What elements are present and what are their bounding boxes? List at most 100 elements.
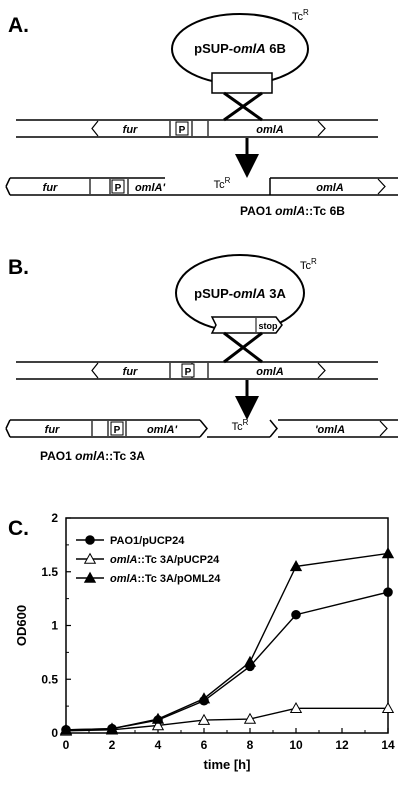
promoter-b-top: P (185, 367, 192, 378)
plasmid-6b-tc-label: TcR (292, 8, 309, 23)
promoter-a-bottom: P (115, 183, 122, 194)
chromosome-b-bottom-left (10, 419, 200, 438)
panel-b-letter: B. (8, 256, 29, 279)
chromosome-a-bottom-left (10, 177, 165, 196)
chromosome-a-top-boundaries (169, 121, 209, 136)
data-point-open-triangle (381, 701, 395, 714)
legend-item-1: PAO1/pUCP24 (76, 535, 185, 547)
chromosome-b-top (16, 361, 378, 380)
series-1 (61, 587, 393, 735)
gene-omla-truncated-b-bottom: 'omlA (315, 424, 345, 436)
x-tick-label: 2 (109, 738, 116, 752)
data-point-open-triangle (151, 719, 165, 731)
plot-frame (65, 517, 389, 734)
y-tick-label: 2 (51, 511, 58, 525)
data-point-filled-triangle (381, 547, 395, 559)
gene-omla-prime-a-bottom: omlA' (135, 182, 166, 194)
crossover-b (223, 331, 263, 364)
panel-a: A. pSUP-omlA 6B TcR fur P omlA fur P oml… (5, 8, 398, 218)
y-tick-label: 0.5 (41, 672, 58, 686)
legend-item-3: omlA::Tc 3A/pOML24 (76, 571, 221, 585)
chromosome-b-omla-arrow (317, 362, 326, 379)
promoter-b-bottom: P (114, 425, 121, 436)
chromosome-a-top (16, 119, 378, 138)
x-tick-label: 14 (381, 738, 395, 752)
plasmid-3a-tc-label: TcR (300, 257, 317, 272)
data-point-circle (85, 535, 95, 545)
promoter-a-top: P (179, 125, 186, 136)
x-tick-label: 6 (201, 738, 208, 752)
gene-omla-a-top: omlA (256, 124, 284, 136)
panel-b: B. pSUP-omlA 3A TcR stop fur P omlA fur … (5, 254, 398, 463)
x-tick-label: 8 (247, 738, 254, 752)
x-axis-label: time [h] (204, 757, 251, 772)
data-point-filled-triangle (151, 712, 165, 724)
chromosome-a-bottom-right-arrow (377, 178, 386, 195)
x-tick-label: 10 (289, 738, 303, 752)
data-point-open-triangle (83, 552, 97, 564)
strain-3a-label: PAO1 omlA::Tc 3A (40, 449, 145, 463)
data-point-circle (383, 587, 393, 597)
y-axis-label: OD600 (14, 605, 29, 646)
chart-series (59, 547, 395, 736)
series-3 (59, 547, 395, 735)
gene-fur-a-top: fur (123, 124, 138, 136)
gene-fur-b-top: fur (123, 366, 138, 378)
data-point-filled-triangle (83, 571, 97, 583)
y-tick-label: 1 (51, 619, 58, 633)
chromosome-b-bottom-left-end (199, 419, 208, 438)
legend-label: omlA::Tc 3A/pUCP24 (110, 554, 220, 566)
gene-fur-a-bottom: fur (43, 182, 58, 194)
tc-cassette-b-label: TcR (232, 418, 249, 433)
data-point-filled-triangle (197, 692, 211, 704)
chromosome-a-bottom-right (269, 177, 398, 196)
stop-label: stop (259, 321, 279, 331)
data-point-filled-triangle (243, 655, 257, 667)
x-tick-label: 0 (63, 738, 70, 752)
chromosome-b-bottom-right-start (269, 419, 278, 438)
tc-cassette-a-label: TcR (214, 176, 231, 191)
legend-label: omlA::Tc 3A/pOML24 (110, 573, 221, 585)
chromosome-a-bottom-boundaries (89, 179, 129, 194)
plasmid-3a-insert (210, 316, 283, 334)
data-point-filled-triangle (289, 560, 303, 572)
data-point-open-triangle (243, 712, 257, 724)
data-point-circle (291, 609, 301, 620)
chromosome-b-bottom-boundaries (91, 421, 127, 436)
chromosome-b-bottom-right (278, 419, 398, 438)
x-tick-label: 12 (335, 738, 349, 752)
legend-item-2: omlA::Tc 3A/pUCP24 (76, 552, 220, 566)
plasmid-6b-label: pSUP-omlA 6B (194, 41, 286, 56)
chromosome-b-bottom-left-arrow (5, 419, 11, 438)
y-tick-label: 1.5 (41, 565, 58, 579)
data-point-filled-triangle (105, 722, 119, 734)
data-point-open-triangle (197, 713, 211, 725)
plasmid-6b-insert (211, 72, 273, 94)
chromosome-b-bottom-right-arrow (379, 420, 388, 437)
series-line (65, 591, 389, 731)
x-tick-label: 4 (155, 738, 162, 752)
promoter-box-b-top (181, 363, 195, 378)
panel-c-letter: C. (8, 517, 29, 540)
chromosome-a-fur-arrow (91, 120, 99, 137)
gene-fur-b-bottom: fur (45, 424, 60, 436)
gene-omla-a-bottom: omlA (316, 182, 344, 194)
data-point-open-triangle (289, 701, 303, 714)
promoter-box-a-top (175, 121, 189, 136)
crossover-a (223, 91, 263, 122)
strain-6b-label: PAO1 omlA::Tc 6B (240, 204, 345, 218)
promoter-box-b-bottom (110, 421, 124, 436)
chromosome-a-omla-arrow (317, 120, 326, 137)
panel-a-letter: A. (8, 14, 29, 37)
chromosome-b-fur-arrow (91, 362, 99, 379)
chromosome-a-bottom-left-arrow (5, 177, 11, 196)
data-point-filled-triangle (59, 723, 73, 735)
promoter-box-a-bottom (111, 179, 125, 194)
legend-label: PAO1/pUCP24 (110, 535, 185, 547)
gene-omla-b-top: omlA (256, 366, 284, 378)
plasmid-3a-label: pSUP-omlA 3A (194, 286, 286, 301)
